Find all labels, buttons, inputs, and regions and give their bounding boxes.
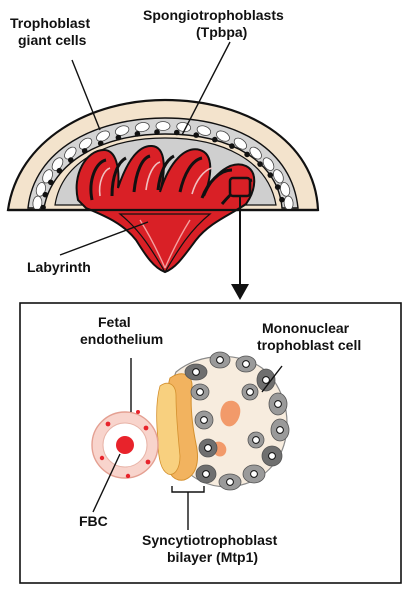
giant-cell-nucleus bbox=[244, 152, 250, 158]
mononuclear-nucleus bbox=[193, 369, 200, 376]
giant-cell-nucleus bbox=[174, 130, 180, 136]
label-mononuclear-trophoblast-cell: Mononuclear trophoblast cell bbox=[257, 320, 361, 353]
label-trophoblast-giant-cells: Trophoblast giant cells bbox=[10, 15, 94, 48]
giant-cell-nucleus bbox=[82, 148, 88, 154]
giant-cell-nucleus bbox=[212, 137, 218, 143]
giant-cell-nucleus bbox=[57, 168, 63, 174]
mononuclear-nucleus bbox=[247, 389, 254, 396]
giant-cell-nucleus bbox=[275, 184, 281, 190]
giant-cell-nucleus bbox=[48, 180, 54, 186]
giant-cell-nucleus bbox=[68, 157, 74, 163]
mononuclear-nucleus bbox=[253, 437, 260, 444]
giant-cell-nucleus bbox=[268, 172, 274, 178]
giant-cell-nucleus bbox=[193, 132, 199, 138]
giant-cell-nucleus bbox=[154, 129, 160, 135]
mononuclear-nucleus bbox=[227, 479, 234, 486]
giant-cell-nucleus bbox=[229, 143, 235, 149]
giant-cell bbox=[156, 122, 170, 131]
giant-cell-nucleus bbox=[98, 141, 104, 147]
placenta-cross-section bbox=[8, 100, 318, 272]
mononuclear-nucleus bbox=[201, 417, 208, 424]
label-fbc: FBC bbox=[79, 513, 108, 529]
giant-cell-nucleus bbox=[257, 161, 263, 167]
mononuclear-nucleus bbox=[269, 453, 276, 460]
label-spongiotrophoblasts: Spongiotrophoblasts (Tpbpa) bbox=[143, 7, 288, 40]
mononuclear-nucleus bbox=[217, 357, 224, 364]
mononuclear-nucleus bbox=[251, 471, 258, 478]
zoom-region-marker bbox=[230, 178, 250, 196]
giant-cell-nucleus bbox=[279, 197, 285, 203]
mononuclear-nucleus bbox=[263, 377, 270, 384]
label-labyrinth: Labyrinth bbox=[27, 259, 91, 275]
giant-cell-nucleus bbox=[43, 192, 49, 198]
mononuclear-nucleus bbox=[275, 401, 282, 408]
giant-cell-nucleus bbox=[116, 135, 122, 141]
mononuclear-nucleus bbox=[203, 471, 210, 478]
mononuclear-nucleus bbox=[205, 445, 212, 452]
mononuclear-nucleus bbox=[197, 389, 204, 396]
mononuclear-nucleus bbox=[243, 361, 250, 368]
mononuclear-nucleus bbox=[277, 427, 284, 434]
fetal-blood-cell bbox=[116, 436, 134, 454]
giant-cell-nucleus bbox=[135, 131, 141, 137]
